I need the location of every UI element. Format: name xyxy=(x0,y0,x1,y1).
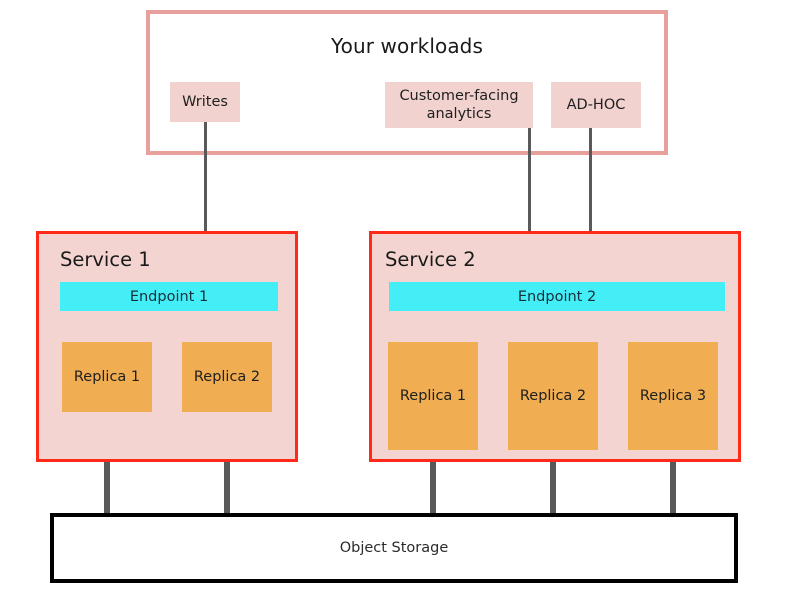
object-storage-label: Object Storage xyxy=(339,540,449,556)
endpoint-1[interactable]: Endpoint 1 xyxy=(60,282,278,311)
endpoint-2[interactable]: Endpoint 2 xyxy=(389,282,725,311)
workloads-title: Your workloads xyxy=(330,34,483,58)
replica-s2-1[interactable]: Replica 1 xyxy=(388,342,478,450)
object-storage-container xyxy=(50,513,738,583)
replica-s2-2[interactable]: Replica 2 xyxy=(508,342,598,450)
service-label-1: Service 1 xyxy=(60,248,151,271)
replica-s2-3[interactable]: Replica 3 xyxy=(628,342,718,450)
arrow-line-analytics-to-endpoint-2 xyxy=(528,128,531,250)
workload-chip-ad-hoc[interactable]: AD-HOC xyxy=(551,82,641,128)
arrow-line-adhoc-to-endpoint-2 xyxy=(589,128,592,250)
replica-s1-1[interactable]: Replica 1 xyxy=(62,342,152,412)
service-label-2: Service 2 xyxy=(385,248,476,271)
arrow-line-writes-to-endpoint-1 xyxy=(204,122,207,250)
workload-chip-customer-facing-analytics[interactable]: Customer-facing analytics xyxy=(385,82,533,128)
replica-s1-2[interactable]: Replica 2 xyxy=(182,342,272,412)
workload-chip-writes[interactable]: Writes xyxy=(170,82,240,122)
